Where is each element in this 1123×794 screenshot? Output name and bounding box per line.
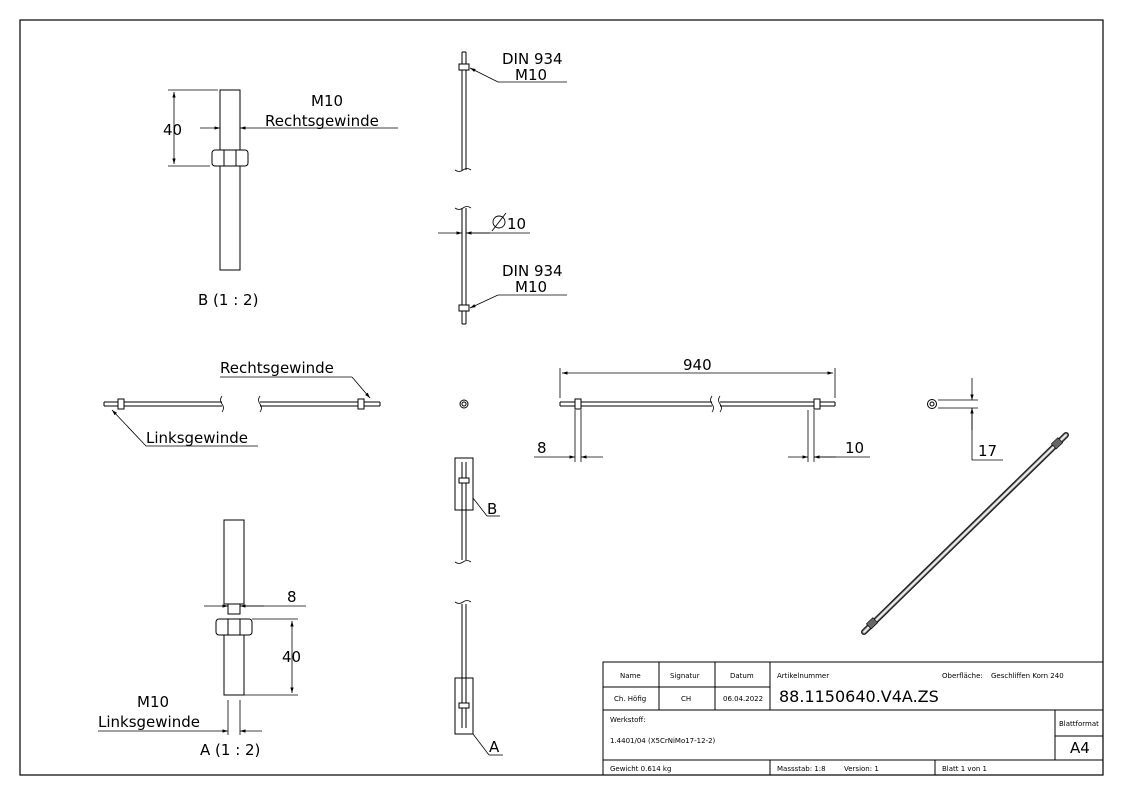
plan-left-thread: Linksgewinde (146, 429, 248, 447)
end-view (927, 378, 1003, 461)
tb-material: 1.4401/04 (X5CrNiMo17-12-2) (610, 737, 716, 745)
detail-ref-b: B (487, 500, 497, 518)
tb-article-number: 88.1150640.V4A.ZS (779, 687, 939, 706)
tb-weight: Gewicht 0.614 kg (610, 765, 671, 773)
detail-a-thread-type: Linksgewinde (98, 713, 200, 731)
tb-surface: Geschliffen Korn 240 (991, 672, 1064, 680)
detail-a-dim-width: 8 (287, 588, 297, 606)
end-view-dim: 17 (978, 442, 997, 460)
tb-sheet-format: A4 (1070, 739, 1090, 757)
tb-sheet: Blatt 1 von 1 (942, 765, 987, 773)
side-nut-std-top: DIN 934 (502, 50, 563, 68)
dim-offset-right: 10 (845, 439, 864, 457)
dim-length: 940 (683, 356, 712, 374)
tb-header-article: Artikelnummer (777, 672, 829, 680)
side-view (438, 51, 567, 756)
tb-name: Ch. Höfig (614, 695, 646, 703)
tb-header-name: Name (620, 672, 641, 680)
tb-surface-label: Oberfläche: (942, 672, 983, 680)
side-nut-size-top: M10 (515, 66, 547, 84)
plan-right-thread: Rechtsgewinde (220, 359, 334, 377)
detail-ref-a: A (489, 738, 500, 756)
tb-header-date: Datum (730, 672, 754, 680)
isometric-view (861, 432, 1069, 635)
title-block (602, 661, 1104, 776)
detail-a-label: A (1 : 2) (200, 741, 260, 759)
detail-a-view (98, 519, 306, 735)
tb-signature: CH (681, 695, 691, 703)
tb-header-signature: Signatur (670, 672, 700, 680)
tb-version: Version: 1 (844, 765, 879, 773)
detail-a-dim-length: 40 (282, 648, 301, 666)
tb-sheet-format-label: Blattformat (1059, 720, 1099, 728)
tb-material-label: Werkstoff: (610, 716, 646, 724)
tb-date: 06.04.2022 (723, 695, 763, 703)
detail-b-dim-length: 40 (163, 121, 182, 139)
detail-a-thread-size: M10 (137, 693, 169, 711)
sheet-border (19, 19, 1104, 776)
side-nut-std-bottom: DIN 934 (502, 262, 563, 280)
side-diameter: 10 (507, 215, 526, 233)
dim-offset-left: 8 (537, 439, 547, 457)
detail-b-view (168, 89, 398, 271)
side-nut-size-bottom: M10 (515, 278, 547, 296)
detail-b-label: B (1 : 2) (198, 291, 258, 309)
detail-b-thread-size: M10 (311, 92, 343, 110)
tb-scale: Massstab: 1:8 (777, 765, 826, 773)
plan-view (103, 376, 381, 447)
detail-b-thread-type: Rechtsgewinde (265, 112, 379, 130)
dimension-view (534, 368, 870, 462)
